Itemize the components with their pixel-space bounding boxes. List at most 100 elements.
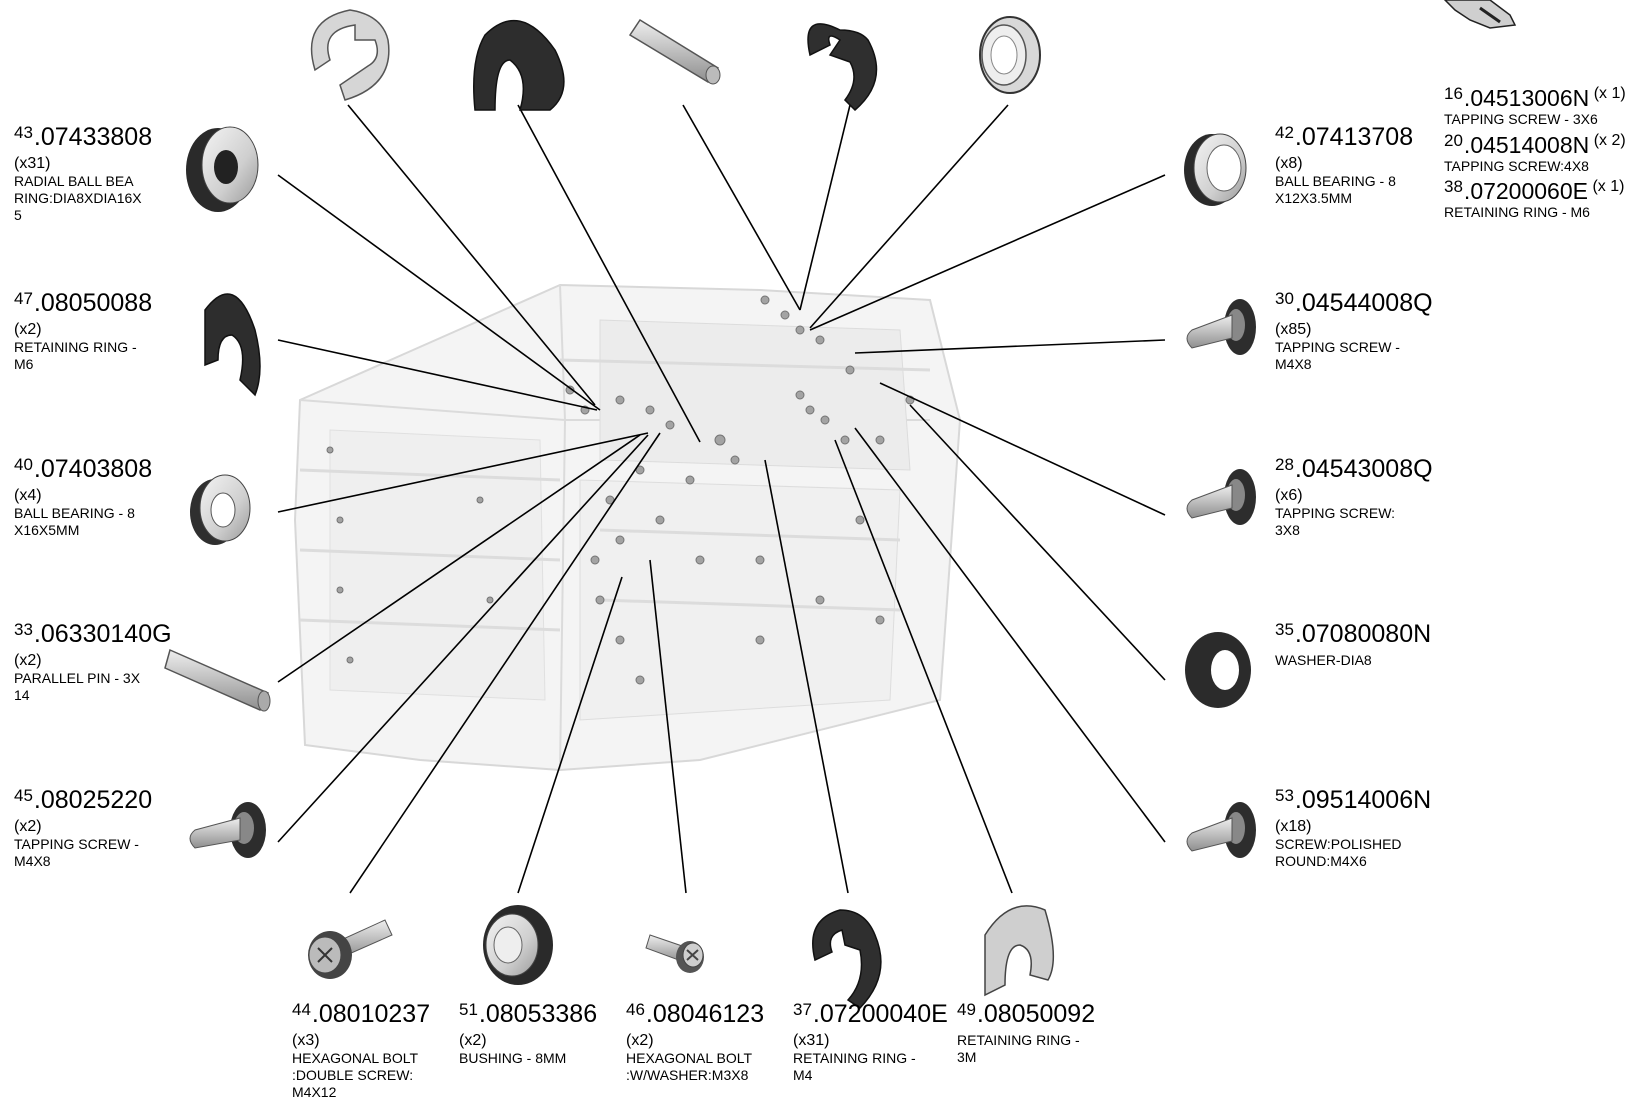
retaining-ring-icon	[473, 19, 565, 111]
part-index: 28	[1275, 455, 1294, 474]
part-index: 35	[1275, 620, 1294, 639]
part-quantity: (x2)	[14, 817, 42, 835]
retaining-ring-icon	[204, 293, 261, 397]
part-number: 47.08050088	[14, 289, 153, 317]
part-quantity: (x2)	[14, 320, 42, 338]
part-number: 43.07433808	[14, 123, 153, 151]
part-number: 51.08053386	[459, 1000, 598, 1028]
part-quantity: (x31)	[14, 154, 51, 172]
part-code: 04514008N	[1470, 131, 1590, 158]
part-code: 07200040E	[819, 1000, 948, 1028]
part-description: SCREW:POLISHED ROUND:M4X6	[1275, 836, 1402, 870]
part-index: 46	[626, 1000, 645, 1019]
part-number: 42.07413708	[1275, 123, 1414, 151]
part-code: 07413708	[1301, 123, 1414, 151]
part-number: 20.04514008N	[1444, 130, 1590, 158]
part-quantity: (x8)	[1275, 154, 1303, 172]
bushing-icon	[979, 16, 1041, 94]
part-description: TAPPING SCREW - 3X6	[1444, 111, 1598, 128]
part-code: 04513006N	[1470, 85, 1590, 111]
part-description: BALL BEARING - 8 X12X3.5MM	[1275, 173, 1396, 207]
part-label-49: 49.08050092 RETAINING RING - 3M	[957, 1000, 1107, 1066]
printer-assembly	[293, 283, 962, 772]
part-description: RETAINING RING - 3M	[957, 1031, 1080, 1065]
part-code: 08053386	[485, 1000, 598, 1028]
part-description: TAPPING SCREW: 3X8	[1275, 505, 1396, 539]
part-number: 28.04543008Q	[1275, 455, 1433, 483]
part-description: RETAINING RING - M6	[1444, 204, 1590, 221]
part-index: 16	[1444, 84, 1463, 103]
part-code: 08010237	[318, 1000, 431, 1028]
part-number: 40.07403808	[14, 455, 153, 483]
part-index: 38	[1444, 177, 1463, 197]
part-quantity: (x31)	[793, 1031, 830, 1049]
part-number: 45.08025220	[14, 786, 153, 814]
part-code: 09514006N	[1301, 786, 1432, 814]
retaining-ring-icon	[984, 905, 1055, 997]
part-code: 07080080N	[1301, 620, 1432, 648]
extra-part-20: 20.04514008N (x 2)	[1444, 131, 1640, 158]
part-label-28: 28.04543008Q (x6) TAPPING SCREW: 3X8	[1275, 455, 1435, 539]
part-quantity: (x3)	[292, 1031, 320, 1049]
part-description: RETAINING RING - M4	[793, 1050, 916, 1084]
hexagonal-bolt-icon	[308, 919, 393, 979]
part-index: 45	[14, 786, 33, 805]
part-description: RADIAL BALL BEA RING:DIA8XDIA16X 5	[14, 173, 142, 224]
part-number: 33.06330140G	[14, 620, 172, 648]
part-quantity: (x2)	[459, 1031, 487, 1049]
tapping-screw-icon	[189, 802, 266, 858]
hexagonal-bolt-icon	[645, 934, 704, 973]
part-code: 04544008Q	[1301, 289, 1433, 317]
part-code: 08025220	[40, 786, 153, 814]
part-index: 47	[14, 289, 33, 308]
part-quantity: (x 1)	[1592, 178, 1625, 196]
part-number: 46.08046123	[626, 1000, 765, 1028]
part-quantity: (x85)	[1275, 320, 1312, 338]
part-label-43: 43.07433808 (x31) RADIAL BALL BEA RING:D…	[14, 123, 174, 224]
e-ring-icon	[812, 909, 882, 1009]
parallel-pin-icon	[164, 648, 271, 712]
part-label-42: 42.07413708 (x8) BALL BEARING - 8 X12X3.…	[1275, 123, 1435, 207]
part-description: WASHER-DIA8	[1275, 651, 1372, 668]
part-code: 07433808	[40, 123, 153, 151]
part-code: 07403808	[40, 455, 153, 483]
part-index: 44	[292, 1000, 311, 1019]
part-label-46: 46.08046123 (x2) HEXAGONAL BOLT :W/WASHE…	[626, 1000, 776, 1084]
part-quantity: (x18)	[1275, 817, 1312, 835]
ball-bearing-icon	[1184, 133, 1247, 206]
part-index: 43	[14, 123, 33, 142]
part-code: 08050088	[40, 289, 153, 317]
part-label-51: 51.08053386 (x2) BUSHING - 8MM	[459, 1000, 609, 1067]
e-ring-icon	[807, 23, 878, 112]
tapping-screw-icon	[1186, 469, 1256, 525]
part-index: 51	[459, 1000, 478, 1019]
part-quantity: (x4)	[14, 486, 42, 504]
part-label-33: 33.06330140G (x2) PARALLEL PIN - 3X 14	[14, 620, 174, 704]
extra-part-38: 38.07200060E (x 1)	[1444, 177, 1640, 204]
part-quantity: (x 1)	[1593, 85, 1626, 102]
assembly-fasteners	[326, 295, 915, 685]
part-index: 42	[1275, 123, 1294, 142]
part-description: RETAINING RING - M6	[14, 339, 137, 373]
part-number: 53.09514006N	[1275, 786, 1432, 814]
part-code: 07200060E	[1470, 178, 1588, 205]
part-code: 08050092	[983, 1000, 1096, 1028]
part-quantity: (x2)	[14, 651, 42, 669]
washer-icon	[1185, 632, 1251, 708]
part-index: 49	[957, 1000, 976, 1019]
part-label-35: 35.07080080N WASHER-DIA8	[1275, 620, 1435, 669]
part-description: HEXAGONAL BOLT :DOUBLE SCREW: M4X12	[292, 1050, 419, 1101]
part-description: TAPPING SCREW - M4X8	[1275, 339, 1400, 373]
part-number: 35.07080080N	[1275, 620, 1432, 648]
part-number: 38.07200060E	[1444, 177, 1588, 205]
part-quantity: (x2)	[626, 1031, 654, 1049]
parallel-pin-icon	[628, 18, 721, 85]
screw-icon	[1186, 802, 1256, 858]
part-label-40: 40.07403808 (x4) BALL BEARING - 8 X16X5M…	[14, 455, 174, 539]
bushing-icon	[483, 905, 553, 985]
part-number: 49.08050092	[957, 1000, 1096, 1028]
part-index: 40	[14, 455, 33, 474]
tapping-screw-icon	[1186, 299, 1256, 355]
part-quantity: (x6)	[1275, 486, 1303, 504]
